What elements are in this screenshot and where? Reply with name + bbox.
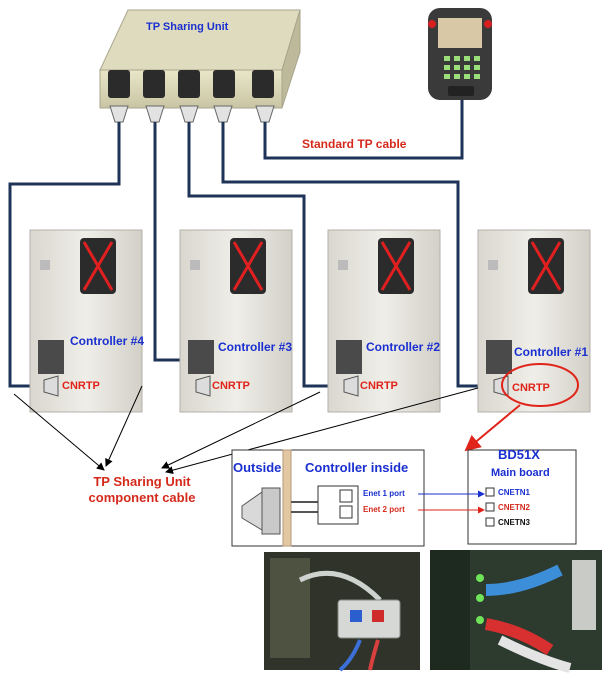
standard-tp-cable-label: Standard TP cable bbox=[302, 137, 407, 151]
tp-sharing-unit bbox=[99, 9, 301, 123]
tp-sharing-unit-title: TP Sharing Unit bbox=[146, 21, 229, 33]
controller-cabinet-2 bbox=[327, 229, 441, 413]
board-title: BD51X bbox=[498, 447, 540, 462]
controller-2-label: Controller #2 bbox=[366, 340, 441, 354]
component-cable-line1: TP Sharing Unit bbox=[93, 474, 191, 489]
photo-enet-connector bbox=[264, 552, 420, 672]
controller-cabinet-1 bbox=[477, 229, 591, 413]
cnrtp-highlight bbox=[501, 363, 579, 407]
controller-inside-label: Controller inside bbox=[305, 460, 409, 475]
controller-1-port: CNRTP bbox=[512, 382, 550, 394]
controller-4-port: CNRTP bbox=[62, 380, 100, 392]
highlight-arrow bbox=[464, 404, 521, 452]
controller-1-label: Controller #1 bbox=[514, 345, 589, 359]
teach-pendant-icon bbox=[428, 8, 492, 100]
photo-main-board bbox=[430, 550, 602, 673]
detail-box bbox=[231, 449, 425, 547]
controller-3-port: CNRTP bbox=[212, 380, 250, 392]
outside-label: Outside bbox=[233, 460, 282, 475]
board-port-2: CNETN2 bbox=[498, 503, 531, 512]
component-cable-arrows bbox=[13, 385, 479, 475]
controller-cabinet-4 bbox=[29, 229, 143, 413]
board-port-3: CNETN3 bbox=[498, 518, 531, 527]
enet1-label: Enet 1 port bbox=[363, 489, 405, 498]
controller-2-port: CNRTP bbox=[360, 380, 398, 392]
enet2-label: Enet 2 port bbox=[363, 505, 405, 514]
board-port-1: CNETN1 bbox=[498, 488, 531, 497]
component-cable-line2: component cable bbox=[88, 490, 196, 505]
component-cable-label: TP Sharing Unit component cable bbox=[80, 474, 204, 506]
controller-cabinet-3 bbox=[179, 229, 293, 413]
board-subtitle: Main board bbox=[491, 467, 550, 479]
controller-3-label: Controller #3 bbox=[218, 340, 293, 354]
controller-4-label: Controller #4 bbox=[70, 334, 145, 348]
board-box bbox=[467, 449, 577, 545]
